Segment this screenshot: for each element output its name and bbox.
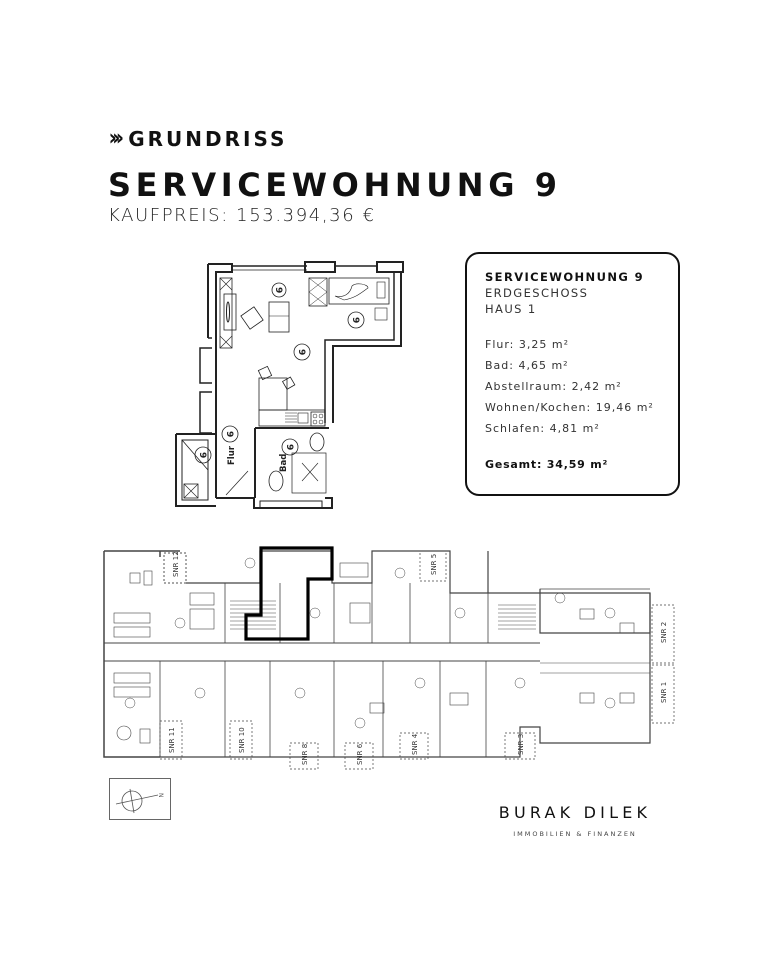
svg-text:9: 9 xyxy=(197,452,207,458)
section-eyebrow: ››› GRUNDRISS xyxy=(108,127,287,151)
svg-text:9: 9 xyxy=(350,317,360,323)
room-label-bad: Bad xyxy=(279,454,289,472)
svg-text:SNR 4: SNR 4 xyxy=(411,733,419,755)
room-area-list: Flur: 3,25 m² Bad: 4,65 m² Abstellraum: … xyxy=(485,334,678,439)
room-area-flur: Flur: 3,25 m² xyxy=(485,338,570,351)
svg-text:9: 9 xyxy=(273,287,283,293)
room-label-flur: Flur xyxy=(227,445,237,465)
svg-text:9: 9 xyxy=(224,431,234,437)
svg-text:9: 9 xyxy=(296,349,306,355)
svg-text:SNR 8: SNR 8 xyxy=(301,744,309,765)
svg-text:SNR 6: SNR 6 xyxy=(356,743,364,765)
apartment-info-card: SERVICEWOHNUNG 9 ERDGESCHOSS HAUS 1 Flur… xyxy=(465,252,680,496)
building-overview-plan: SNR 12 SNR 11 SNR 10 SNR 8 SNR 6 SNR 5 S… xyxy=(103,546,675,770)
info-house: HAUS 1 xyxy=(485,302,537,316)
purchase-price: KAUFPREIS: 153.394,36 € xyxy=(108,205,376,226)
svg-text:SNR 12: SNR 12 xyxy=(172,551,180,577)
info-floor: ERDGESCHOSS xyxy=(485,286,589,300)
brand-tagline: IMMOBILIEN & FINANZEN xyxy=(513,830,637,838)
svg-text:SNR 11: SNR 11 xyxy=(168,727,176,753)
triple-chevron-right-icon: ››› xyxy=(108,126,125,151)
svg-text:SNR 10: SNR 10 xyxy=(238,727,246,753)
page-title: SERVICEWOHNUNG 9 xyxy=(108,166,562,204)
room-area-bad: Bad: 4,65 m² xyxy=(485,359,569,372)
svg-text:SNR 2: SNR 2 xyxy=(660,622,668,643)
brand-logo: BURAK DILEK IMMOBILIEN & FINANZEN xyxy=(490,803,660,838)
eyebrow-label: GRUNDRISS xyxy=(128,127,288,151)
brand-name: BURAK DILEK xyxy=(498,803,652,822)
room-area-wohnen-kochen: Wohnen/Kochen: 19,46 m² xyxy=(485,401,654,414)
total-area: Gesamt: 34,59 m² xyxy=(485,458,609,471)
svg-text:SNR 5: SNR 5 xyxy=(430,554,438,575)
svg-text:SNR 3: SNR 3 xyxy=(517,734,525,755)
room-area-schlafen: Schlafen: 4,81 m² xyxy=(485,422,600,435)
room-area-abstellraum: Abstellraum: 2,42 m² xyxy=(485,380,622,393)
svg-text:9: 9 xyxy=(284,444,294,450)
svg-text:N: N xyxy=(157,793,164,798)
compass-north-icon: N xyxy=(109,778,171,820)
svg-text:SNR 1: SNR 1 xyxy=(660,682,668,703)
info-apartment-name: SERVICEWOHNUNG 9 xyxy=(485,270,644,284)
apartment-floor-plan: 9 9 9 9 9 9 Flur Bad xyxy=(175,261,404,509)
